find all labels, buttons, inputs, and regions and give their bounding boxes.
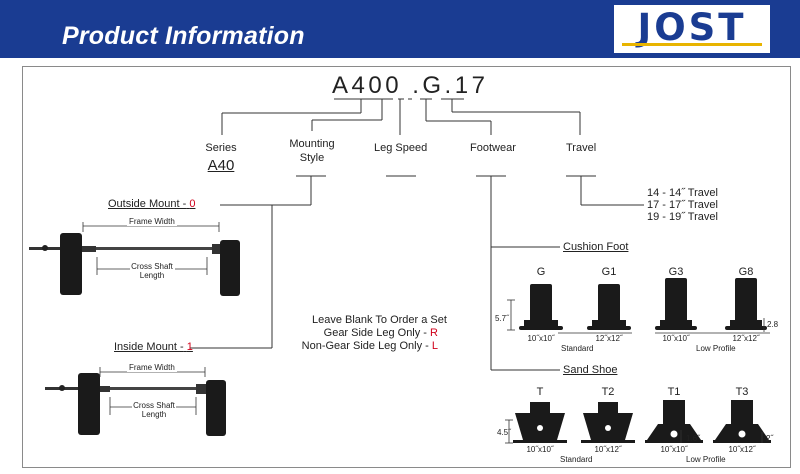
sand-code-t: T	[536, 386, 544, 398]
travel-option-19: 19 - 19˝ Travel	[647, 211, 718, 223]
inside-mount-label: Inside Mount - 1	[114, 341, 193, 353]
cushion-standard-label: Standard	[561, 344, 594, 353]
leg-speed-label: Leg Speed	[374, 142, 428, 154]
sand-size-t2: 10˝x12˝	[594, 445, 622, 454]
travel-option-17: 17 - 17˝ Travel	[647, 199, 718, 211]
cushion-size-g: 10˝x10˝	[527, 334, 555, 343]
sand-code-t1: T1	[667, 386, 681, 398]
frame-width-label: Frame Width	[127, 217, 177, 226]
sand-code-t2: T2	[601, 386, 615, 398]
sand-shoe-title: Sand Shoe	[563, 364, 618, 376]
cushion-code-g3: G3	[668, 266, 684, 278]
cushion-size-g3: 10˝x10˝	[662, 334, 690, 343]
jost-logo: JOST	[614, 5, 770, 53]
cushion-low-profile-label: Low Profile	[696, 344, 736, 353]
content-frame	[22, 66, 791, 468]
leg-speed-set: Leave Blank To Order a Set	[312, 314, 447, 326]
outside-mount-label: Outside Mount - 0	[108, 198, 196, 210]
cushion-code-g1: G1	[601, 266, 617, 278]
frame-width-label-inside: Frame Width	[127, 363, 177, 372]
cushion-height-low: 2.8	[767, 320, 779, 329]
sand-size-t3: 10˝x12˝	[728, 445, 756, 454]
sand-size-t: 10˝x10˝	[526, 445, 554, 454]
sand-size-t1: 10˝x10˝	[660, 445, 688, 454]
sand-standard-label: Standard	[560, 455, 593, 464]
logo-stripe	[622, 43, 762, 46]
series-value: A40	[207, 157, 235, 174]
inside-mount-drawing	[45, 373, 226, 436]
cushion-size-g1: 12˝x12˝	[595, 334, 623, 343]
logo-text: JOST	[637, 6, 747, 49]
leg-speed-gear: Gear Side Leg Only - R	[323, 327, 438, 339]
cushion-code-g8: G8	[738, 266, 754, 278]
cushion-code-g: G	[536, 266, 546, 278]
sand-shoe-drawings	[513, 400, 771, 443]
travel-option-14: 14 - 14˝ Travel	[647, 187, 718, 199]
sand-code-t3: T3	[735, 386, 749, 398]
sand-height-low1: 1.6˝	[686, 434, 700, 443]
cushion-foot-title: Cushion Foot	[563, 241, 629, 253]
footwear-label: Footwear	[470, 142, 516, 154]
sand-height-low2: 2˝	[766, 434, 774, 443]
sand-low-profile-label: Low Profile	[686, 455, 726, 464]
cushion-foot-drawings	[519, 278, 767, 330]
mounting-style-label: Mounting Style	[289, 138, 335, 164]
leg-speed-nongear: Non-Gear Side Leg Only - L	[301, 340, 438, 352]
cushion-size-g8: 12˝x12˝	[732, 334, 760, 343]
model-code: A400 .G.17	[332, 72, 489, 99]
outside-mount-drawing	[29, 233, 240, 296]
sand-height-standard: 4.5˝	[497, 428, 511, 437]
cushion-height-standard: 5.7˝	[495, 314, 509, 323]
header-bar: Product Information JOST	[0, 0, 800, 58]
travel-label: Travel	[566, 142, 597, 154]
series-label: Series	[205, 142, 237, 154]
page-title: Product Information	[62, 22, 305, 50]
